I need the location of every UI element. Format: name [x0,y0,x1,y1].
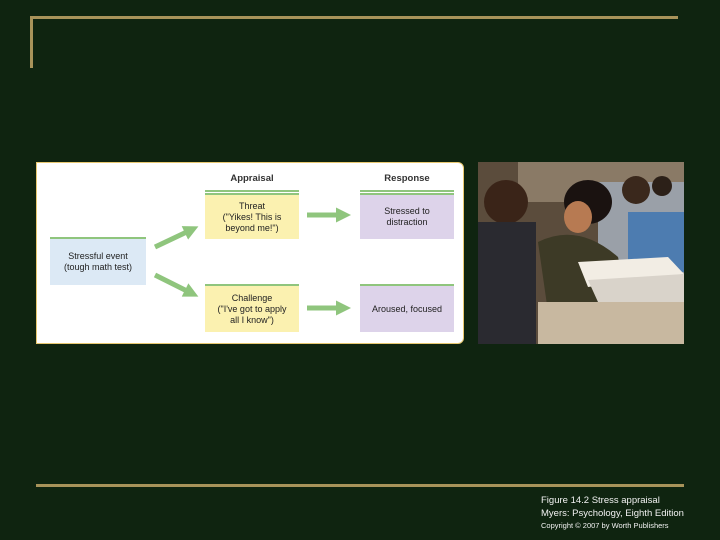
stressed-response-label: Stressed to distraction [384,206,430,227]
stressful-event-label: Stressful event (tough math test) [63,251,133,272]
students-taking-test-photo [478,162,684,344]
aroused-response-label: Aroused, focused [371,303,443,314]
stressed-response-box: Stressed to distraction [360,193,454,239]
figure-caption: Figure 14.2 Stress appraisal Myers: Psyc… [541,494,684,532]
stress-appraisal-diagram: Appraisal Response Stressful event (toug… [36,162,464,344]
frame-left-rule [30,16,33,68]
threat-label: Threat ("Yikes! This is beyond me!") [222,200,282,233]
challenge-box: Challenge ("I've got to apply all I know… [205,284,299,332]
diagram-arrows [153,207,351,316]
aroused-response-box: Aroused, focused [360,284,454,332]
challenge-label: Challenge ("I've got to apply all I know… [217,292,287,325]
caption-copyright: Copyright © 2007 by Worth Publishers [541,521,669,530]
arrow-event-to-challenge [153,272,199,297]
response-header: Response [360,173,454,192]
arrow-event-to-threat [153,226,199,250]
stressful-event-box: Stressful event (tough math test) [50,237,146,285]
frame-top-rule [30,16,678,19]
appraisal-header: Appraisal [205,173,299,192]
caption-book-title: Myers: Psychology, Eighth Edition [541,508,684,519]
bottom-rule [36,484,684,487]
threat-box: Threat ("Yikes! This is beyond me!") [205,193,299,239]
caption-figure-title: Figure 14.2 Stress appraisal [541,495,660,506]
